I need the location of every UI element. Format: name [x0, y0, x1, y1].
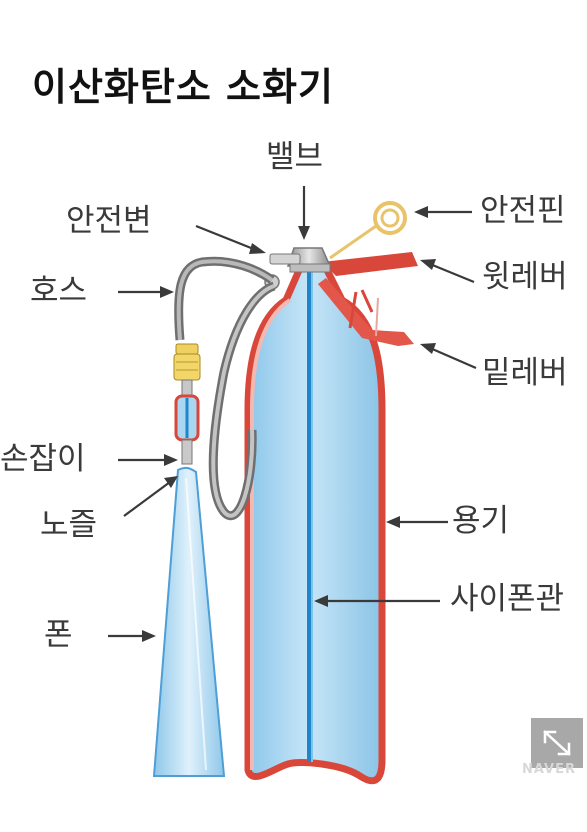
label-siphon-tube: 사이폰관: [450, 581, 565, 617]
arrow-siphon-tube: [314, 595, 440, 607]
arrow-safety-pin: [414, 206, 472, 218]
label-cylinder: 용기: [452, 503, 510, 539]
label-nozzle: 노즐: [40, 507, 98, 543]
hose-coupling: [173, 343, 201, 397]
arrow-hose: [118, 286, 174, 298]
label-handle: 손잡이: [0, 441, 86, 477]
arrow-lower-lever: [420, 343, 477, 370]
label-safety-pin: 안전핀: [480, 193, 566, 229]
hose: [174, 256, 276, 521]
label-hose: 호스: [30, 273, 88, 309]
expand-arrows-icon: [543, 730, 571, 756]
siphon-tube: [307, 262, 313, 762]
arrow-handle: [118, 454, 178, 466]
handle: [174, 394, 200, 465]
label-valve: 밸브: [266, 139, 324, 175]
arrow-cylinder: [386, 516, 448, 528]
cylinder: [244, 264, 386, 785]
label-safety-valve: 안전변: [66, 203, 152, 239]
label-horn: 폰: [44, 617, 73, 653]
watermark-text: NAVER: [522, 762, 577, 777]
arrow-safety-valve: [195, 224, 266, 254]
arrow-nozzle: [123, 476, 178, 517]
arrow-horn: [108, 630, 156, 642]
arrow-upper-lever: [420, 259, 475, 284]
leader-arrows: [108, 186, 477, 642]
expand-image-button[interactable]: [531, 718, 583, 768]
safety-pin: [329, 201, 407, 260]
horn: [152, 466, 226, 777]
arrow-valve: [298, 186, 310, 240]
page-title: 이산화탄소 소화기: [32, 65, 334, 109]
label-upper-lever: 윗레버: [482, 259, 568, 295]
lever: [318, 252, 418, 346]
label-lower-lever: 밑레버: [482, 355, 568, 391]
